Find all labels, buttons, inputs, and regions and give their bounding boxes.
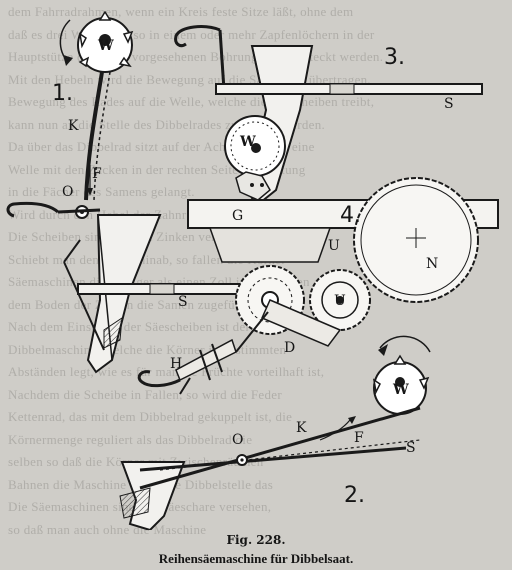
panel-1-drawing: [6, 10, 249, 374]
panel-3-label: 3.: [384, 45, 405, 70]
dibble-wheel-1: [77, 10, 134, 73]
label-U-inner: U: [334, 293, 346, 309]
panel-4-label: 4.: [340, 203, 361, 228]
label-O-panel2: O: [232, 432, 243, 448]
label-W-panel1: W: [97, 38, 114, 54]
bleed-through-line: so daß man auch ohne die Maschine: [8, 521, 207, 537]
label-F-panel1: F: [92, 166, 102, 182]
bleed-through-line: Kettenrad, das mit dem Dibbelrad gekuppe…: [8, 409, 293, 424]
panel-2-label: 2.: [344, 483, 365, 508]
bleed-through-line: Nachdem die Scheibe in Fallen, so wird d…: [8, 386, 282, 402]
bleed-through-line: Körnermenge reguliert als das Dibbelrad …: [8, 431, 253, 447]
label-H: H: [170, 356, 182, 372]
handle-H: [137, 311, 269, 395]
bleed-through-line: Nach dem Einsetzen der Säescheiben ist d…: [8, 319, 251, 334]
panel-2-drawing: [119, 335, 431, 530]
panel-3-drawing: [174, 25, 483, 208]
label-S-panel2: S: [406, 440, 416, 456]
bleed-through-line: dem Fahrradrahmen, wenn ein Kreis feste …: [8, 4, 354, 19]
panel-1-label: 1.: [52, 81, 73, 106]
middle-gear-U: [309, 269, 371, 331]
label-W-panel3: W: [239, 134, 256, 150]
panel-4-drawing: [137, 177, 499, 395]
bleed-through-line: Abständen legt, wie es für manche Frücht…: [8, 364, 325, 379]
label-K-panel2: K: [296, 420, 307, 436]
label-O-panel1: O: [62, 184, 73, 200]
figure-number: Fig. 228.: [226, 533, 286, 547]
dibble-wheel-3: [224, 115, 286, 201]
dibbling-machine-drawing: 1. W K F O S 3. W: [6, 10, 499, 530]
label-D: D: [284, 340, 295, 356]
label-F-panel2: F: [354, 430, 364, 446]
figure-title: Reihensäemaschine für Dibbelsaat.: [158, 551, 354, 566]
bleed-through-line: Schiebt man den Hebel hinab, so fallen d…: [8, 251, 286, 267]
label-S-panel3: S: [444, 96, 454, 112]
large-gear-N: [353, 177, 479, 303]
label-K-panel1: K: [68, 118, 79, 134]
dibble-wheel-2: [372, 354, 430, 415]
bleed-through-line: in die Fächer des Samens gelangt.: [8, 184, 195, 199]
label-U-outer: U: [328, 238, 340, 254]
label-N: N: [426, 256, 438, 272]
label-S-panel1: S: [178, 294, 188, 310]
label-W-panel2: W: [392, 382, 409, 398]
label-G: G: [232, 208, 243, 224]
